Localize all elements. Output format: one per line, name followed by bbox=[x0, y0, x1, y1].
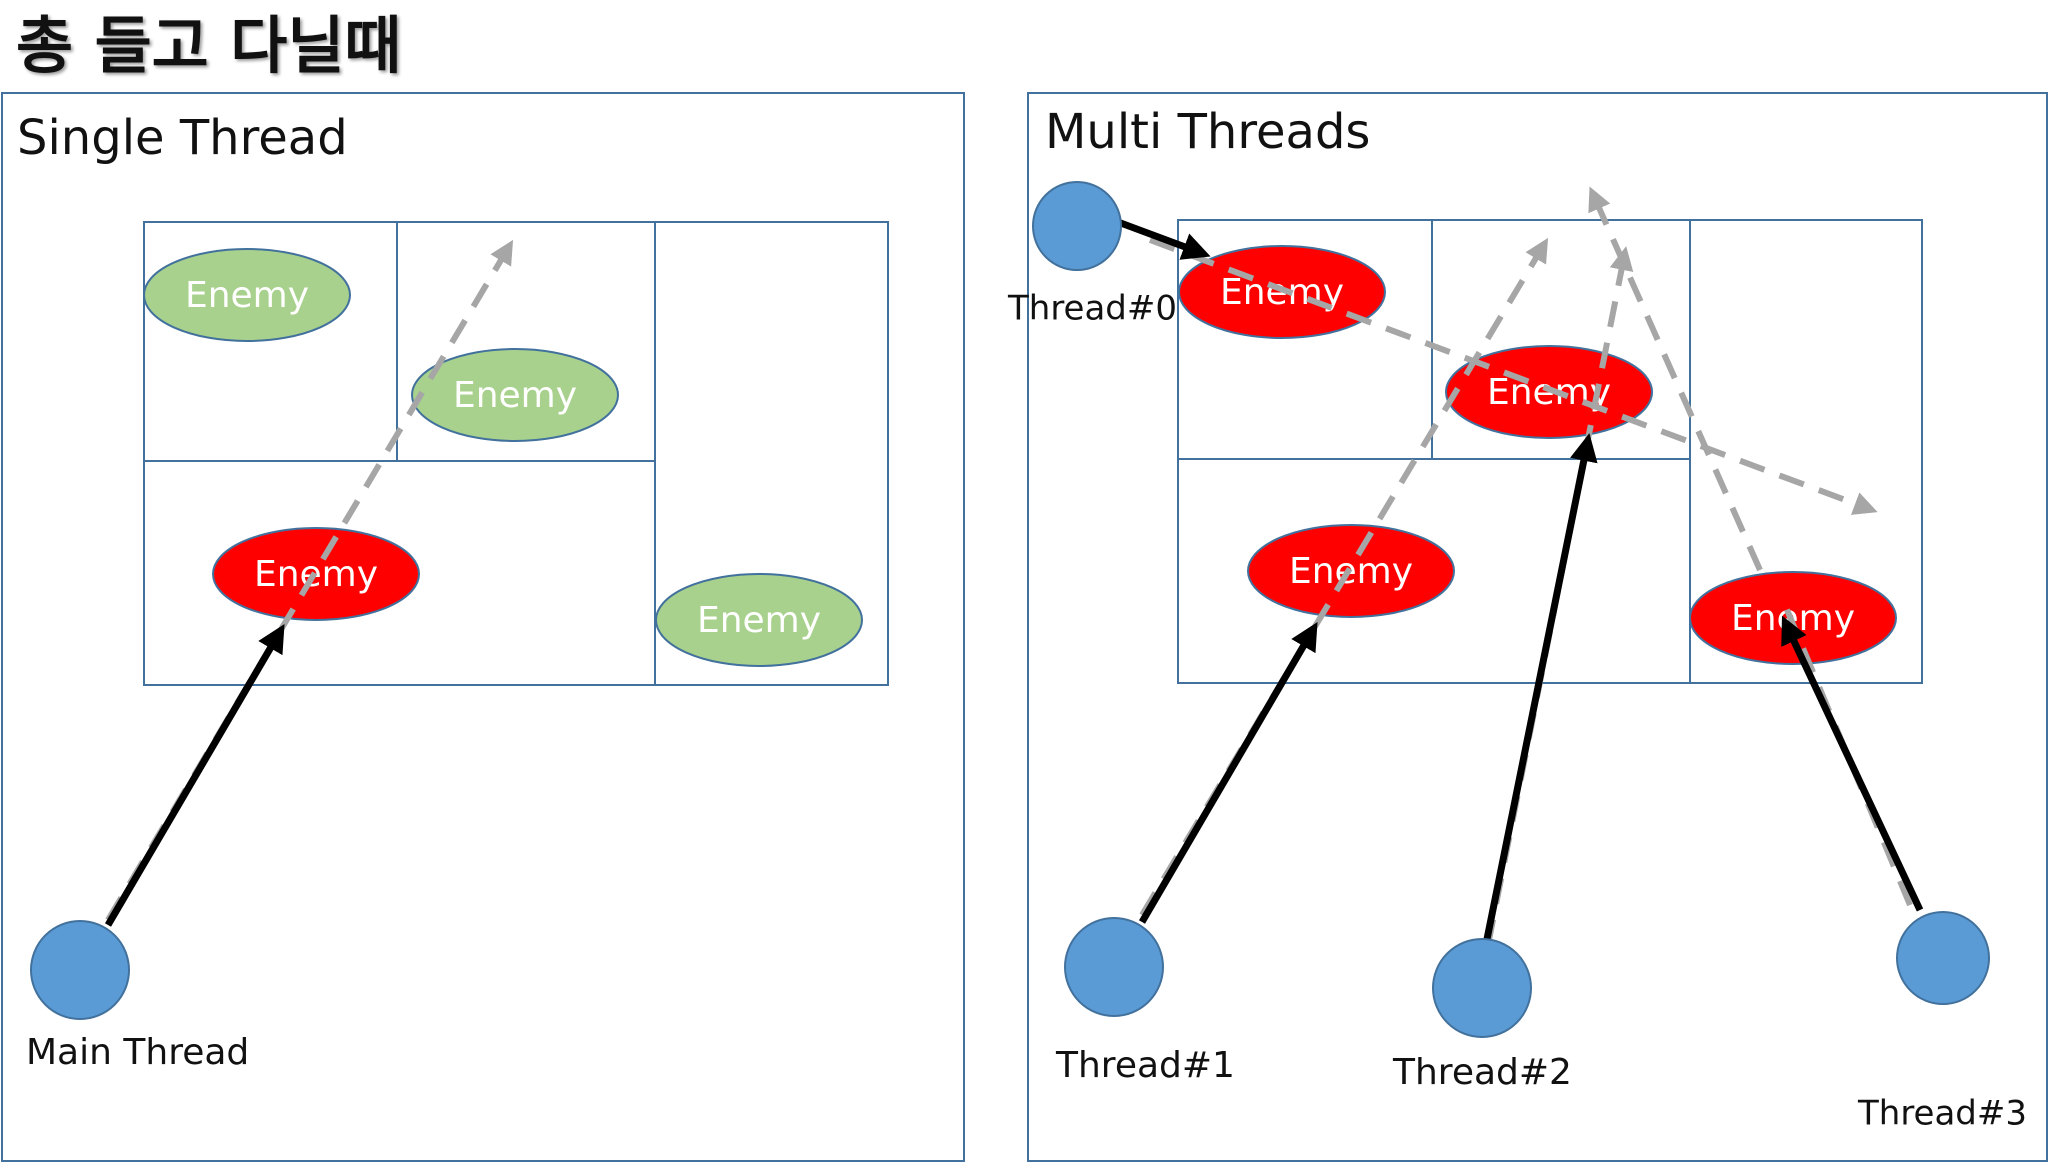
thread-attack-arrow bbox=[1116, 218, 1211, 260]
thread-attack-arrow bbox=[1482, 433, 1598, 945]
single-enemy-1: Enemy bbox=[143, 248, 351, 342]
multi-threads-title: Multi Threads bbox=[1045, 104, 1371, 160]
thread-2-node bbox=[1432, 938, 1532, 1038]
thread-1-label: Thread#1 bbox=[1055, 1045, 1235, 1086]
main-thread-node bbox=[30, 920, 130, 1020]
bullet-path-arrow bbox=[1148, 237, 1878, 515]
single-thread-title: Single Thread bbox=[17, 110, 348, 166]
single-enemy-2: Enemy bbox=[411, 348, 619, 442]
single-grid-outer bbox=[143, 221, 889, 686]
bullet-path-line bbox=[1782, 603, 1913, 907]
enemy-label: Enemy bbox=[697, 600, 821, 641]
multi-threads-panel: Multi Threads bbox=[1027, 92, 2048, 1162]
thread-2-label: Thread#2 bbox=[1392, 1052, 1572, 1093]
slide-title: 총 들고 다닐때 bbox=[16, 9, 402, 82]
multi-grid bbox=[1177, 219, 1923, 684]
single-grid bbox=[143, 221, 889, 686]
thread-1-node bbox=[1064, 917, 1164, 1017]
thread-attack-arrow bbox=[1781, 615, 1924, 912]
multi-grid-outer bbox=[1177, 219, 1923, 684]
single-enemy-4: Enemy bbox=[655, 573, 863, 667]
bullet-path-arrow bbox=[1588, 186, 1763, 572]
thread-0-label: Thread#0 bbox=[1007, 289, 1177, 329]
thread-attack-arrow bbox=[1138, 621, 1318, 924]
enemy-label: Enemy bbox=[185, 275, 309, 316]
thread-0-node bbox=[1032, 181, 1122, 271]
thread-3-label: Thread#3 bbox=[1857, 1094, 2027, 1134]
enemy-label: Enemy bbox=[453, 375, 577, 416]
thread-attack-arrow bbox=[104, 623, 285, 927]
main-thread-label: Main Thread bbox=[26, 1032, 249, 1073]
thread-3-node bbox=[1896, 911, 1990, 1005]
